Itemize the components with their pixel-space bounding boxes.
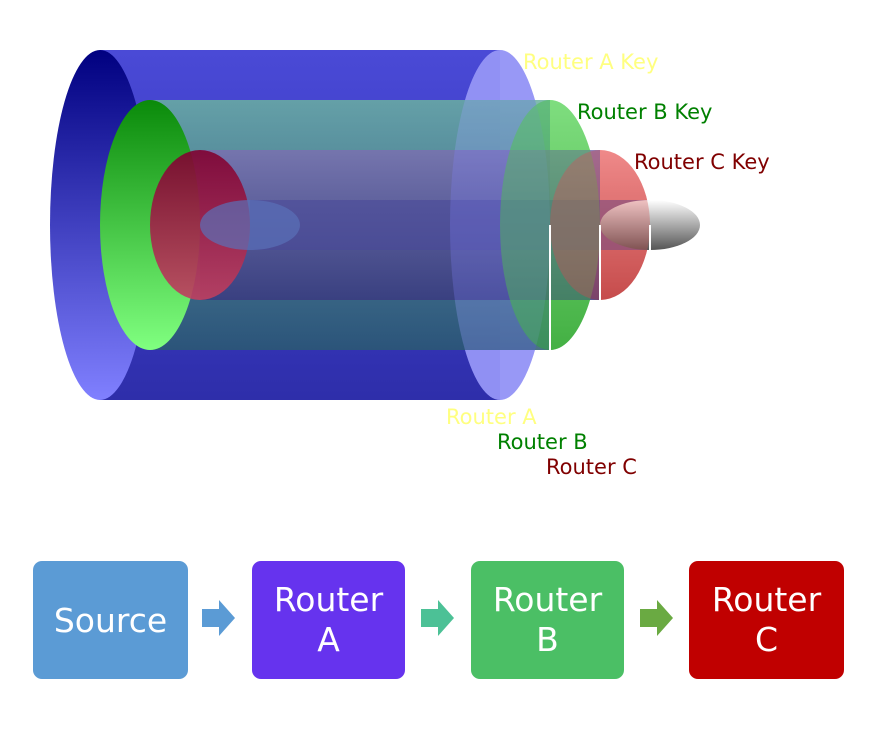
router-c-label: Router C [546,455,637,479]
router-a-key-label: Router A Key [523,50,658,74]
router-a-label: Router A [446,405,537,429]
message-core [200,200,700,250]
arrow-right-icon [421,600,454,636]
router-b-label: Router B [497,430,588,454]
arrow-right-icon [202,600,235,636]
router-a-node: Router A [252,561,405,679]
router-b-node-line1: Router [492,580,603,619]
router-b-node: Router B [471,561,624,679]
router-c-node: Router C [689,561,844,679]
router-c-key-label: Router C Key [634,150,770,174]
onion-routing-diagram: Router A Key Router B Key Router C Key R… [50,50,770,479]
router-a-node-line2: A [317,620,340,659]
source-node: Source [33,561,188,679]
router-c-node-line2: C [754,620,779,659]
router-b-node-line2: B [536,620,559,659]
router-b-key-label: Router B Key [577,100,712,124]
arrow-right-icon [640,600,673,636]
router-a-node-line1: Router [273,580,384,619]
source-node-label: Source [53,600,168,640]
router-c-node-line1: Router [711,580,822,619]
